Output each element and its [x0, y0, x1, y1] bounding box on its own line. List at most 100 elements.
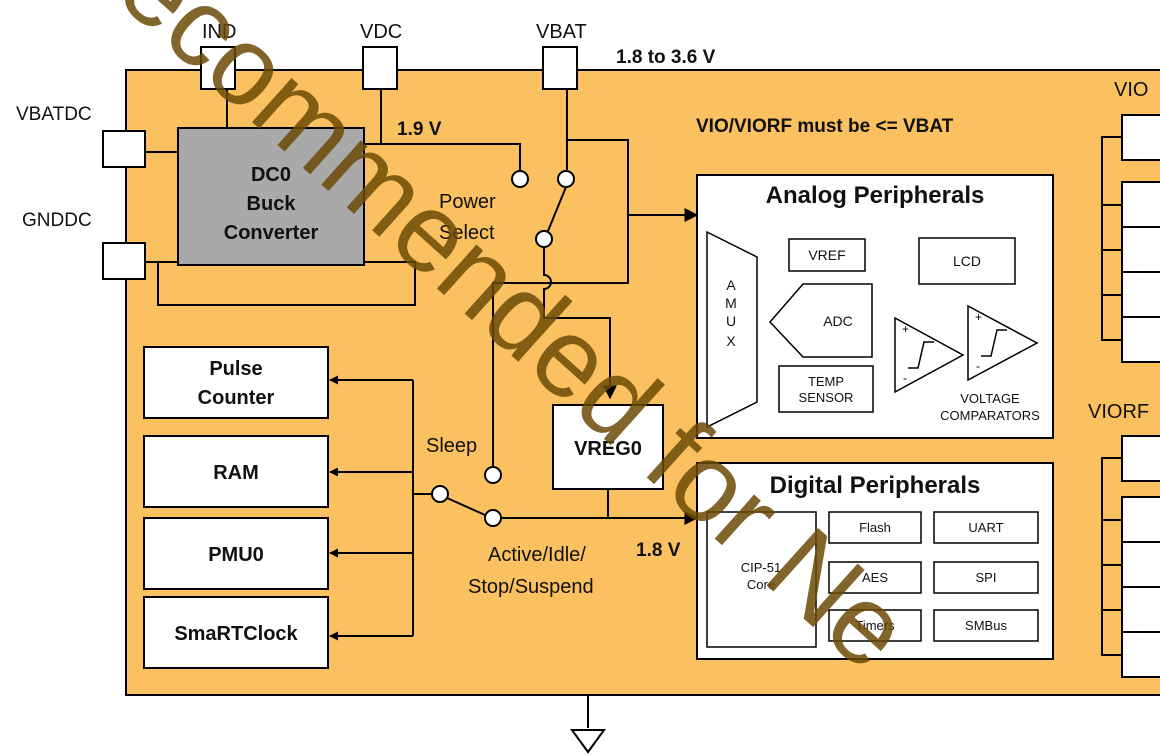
temp-sensor-label-1: TEMP: [808, 374, 844, 389]
pin-vio-label: VIO: [1114, 79, 1148, 101]
active-label-2: Stop/Suspend: [468, 576, 594, 598]
wire-vbat-right: [540, 139, 629, 284]
amux-letter-m: M: [725, 295, 737, 311]
pin-vbat-label: VBAT: [536, 21, 587, 43]
svg-text:+: +: [975, 310, 982, 324]
dc0-label-1: DC0: [251, 164, 291, 186]
timers-block: [828, 609, 922, 642]
switch-contact-pivot: [431, 485, 449, 503]
pulse-counter-label-1: Pulse: [209, 358, 262, 380]
lcd-block: [918, 237, 1016, 285]
pin-vdc-label: VDC: [360, 21, 402, 43]
smartclock-block: [143, 596, 329, 669]
vio-pin-5: [1121, 316, 1160, 363]
lcd-label: LCD: [953, 253, 981, 269]
vio-pin-3: [1121, 226, 1160, 273]
uart-label: UART: [968, 520, 1003, 535]
pulse-counter-label-2: Counter: [198, 387, 275, 409]
amux-letter-u: U: [726, 313, 736, 329]
comparator-2: + -: [967, 304, 1039, 382]
wire-dc0-loop: [157, 261, 416, 306]
viorf-pin-3: [1121, 541, 1160, 588]
spi-block: [933, 561, 1039, 594]
wire-power-select-out: [543, 247, 617, 400]
cip51-core-block: [706, 511, 817, 648]
amux-letter-x: X: [726, 333, 736, 349]
switch-blade-sleep: [446, 497, 486, 516]
adc-block: [768, 283, 873, 358]
wire-sleep-feed: [492, 282, 540, 466]
vio-bus: [1101, 136, 1122, 341]
wire-vdc-to-switch: [381, 143, 521, 170]
amux-letter-a: A: [726, 277, 736, 293]
smbus-block: [933, 609, 1039, 642]
pin-vbat: [542, 46, 578, 90]
timers-label: Timers: [855, 618, 895, 633]
flash-label: Flash: [859, 520, 891, 535]
vreg-output-voltage: 1.8 V: [636, 540, 681, 561]
comparators-label-1: VOLTAGE: [960, 391, 1020, 406]
spi-label: SPI: [976, 570, 997, 585]
uart-block: [933, 511, 1039, 544]
pin-viorf-label: VIORF: [1088, 401, 1149, 423]
cip51-core-label-2: Core: [747, 577, 775, 592]
dc0-label-2: Buck: [247, 193, 297, 215]
svg-text:-: -: [976, 359, 980, 373]
active-label-1: Active/Idle/: [488, 544, 586, 566]
comparator-1: + -: [894, 316, 965, 394]
ram-block: [143, 435, 329, 508]
flash-block: [828, 511, 922, 544]
vreg0-block: [552, 404, 664, 490]
vio-pin-4: [1121, 271, 1160, 318]
pin-vbatdc-label: VBATDC: [16, 104, 92, 125]
switch-contact-vbat: [557, 170, 575, 188]
viorf-bus: [1101, 457, 1122, 656]
digital-peripherals-title: Digital Peripherals: [770, 472, 981, 499]
vio-pin-2: [1121, 181, 1160, 228]
aes-label: AES: [862, 570, 888, 585]
pmu0-block: [143, 517, 329, 590]
pin-ind: [200, 46, 236, 90]
switch-contact-active: [484, 509, 502, 527]
ram-label: RAM: [213, 462, 259, 484]
sleep-label: Sleep: [426, 435, 477, 457]
pmu0-label: PMU0: [208, 544, 264, 566]
temp-sensor-block: [778, 365, 874, 413]
adc-label: ADC: [823, 313, 853, 329]
viorf-pin-5: [1121, 631, 1160, 678]
power-select-label-2: Select: [439, 222, 495, 244]
vref-block: [788, 238, 866, 272]
svg-text:+: +: [902, 322, 909, 336]
comparators-label-2: COMPARATORS: [940, 408, 1040, 423]
pin-ind-label: IND: [202, 21, 236, 43]
pin-gnddc: [102, 242, 146, 280]
vio-constraint-note: VIO/VIORF must be <= VBAT: [696, 116, 954, 137]
temp-sensor-label-2: SENSOR: [799, 390, 854, 405]
left-bus: [412, 380, 432, 636]
switch-blade-power: [547, 186, 567, 232]
viorf-pin-2: [1121, 496, 1160, 543]
dc0-label-3: Converter: [224, 222, 319, 244]
dc0-buck-converter: [177, 127, 365, 266]
pin-gnddc-label: GNDDC: [22, 210, 92, 231]
vio-pin-1: [1121, 114, 1160, 161]
vreg0-label: VREG0: [574, 438, 642, 460]
pin-vbatdc: [102, 130, 146, 168]
pulse-counter-block: [143, 346, 329, 419]
cip51-core-label-1: CIP-51: [741, 560, 781, 575]
viorf-pin-4: [1121, 586, 1160, 633]
viorf-pin-1: [1121, 435, 1160, 482]
vref-label: VREF: [808, 247, 845, 263]
amux-block: [706, 230, 758, 429]
vbat-range-label: 1.8 to 3.6 V: [616, 47, 716, 68]
svg-text:-: -: [903, 371, 907, 385]
smbus-label: SMBus: [965, 618, 1007, 633]
smartclock-label: SmaRTClock: [174, 623, 298, 645]
ground-symbol: [570, 695, 606, 754]
dc0-output-voltage: 1.9 V: [397, 119, 442, 140]
switch-contact-sleep: [484, 466, 502, 484]
aes-block: [828, 561, 922, 594]
pin-vdc: [362, 46, 398, 90]
